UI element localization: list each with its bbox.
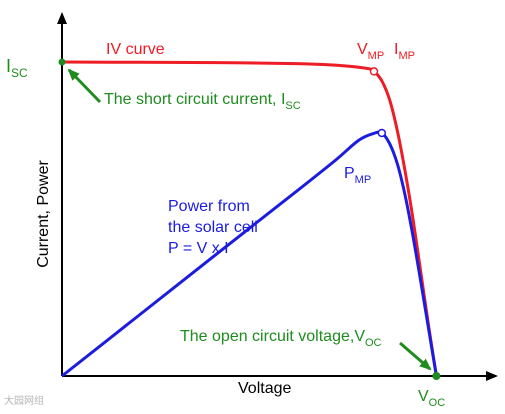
max-power-point-power	[377, 128, 387, 138]
iv-curve-label: IV curve	[106, 41, 165, 58]
voc-point	[432, 372, 441, 380]
power-label-line3: P = V x I	[168, 240, 229, 257]
iv-curve-line	[61, 60, 438, 377]
max-power-point-iv	[369, 67, 379, 76]
power-label-line2: the solar cell	[168, 219, 258, 236]
watermark: 大园网组	[4, 396, 44, 407]
power-label-line1: Power from	[168, 198, 250, 215]
short-circuit-label: The short circuit current, ISC	[104, 91, 301, 112]
x-axis-label: Voltage	[238, 380, 291, 397]
short-circuit-arrow	[67, 68, 102, 104]
y-axis-label: Current, Power	[35, 160, 52, 268]
open-circuit-arrow	[399, 341, 432, 371]
isc-label: ISC	[6, 56, 28, 80]
open-circuit-label: The open circuit voltage,VOC	[180, 328, 382, 349]
isc-point	[58, 58, 66, 66]
voc-label: VOC	[418, 388, 445, 409]
imp-label: IMP	[394, 41, 415, 62]
vmp-label: VMP	[357, 41, 384, 62]
pmp-label: PMP	[344, 165, 371, 186]
